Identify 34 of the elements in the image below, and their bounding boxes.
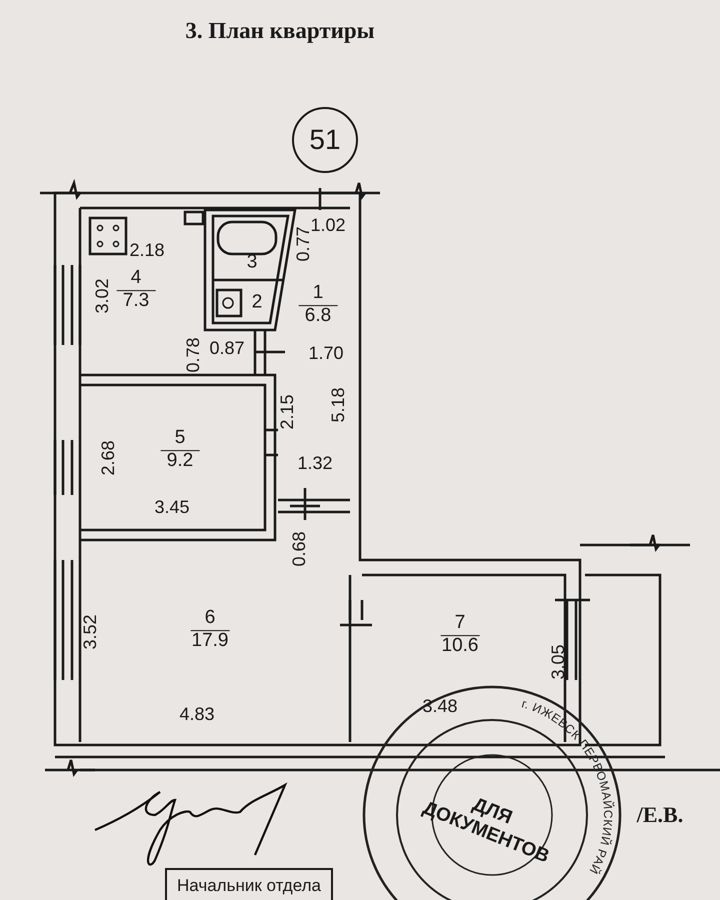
dimension-label: 1.70	[308, 344, 344, 362]
dimension-label: 4.83	[179, 705, 215, 723]
dimension-label: 3.52	[81, 614, 99, 650]
room-number: 5	[160, 428, 200, 451]
room-area: 10.6	[442, 636, 478, 657]
dimension-label: 2.15	[278, 394, 296, 430]
dimension-label: 3.48	[422, 697, 458, 715]
dimension-label: 1.32	[297, 454, 333, 472]
room-area: 7.3	[122, 291, 150, 312]
dimension-label: 0.77	[294, 226, 312, 262]
room-area: 6.8	[304, 306, 332, 327]
room-number: 1	[298, 283, 338, 306]
circled-number	[292, 107, 358, 173]
dimension-label: 1.02	[310, 216, 346, 234]
position-title: Начальник отдела	[165, 868, 333, 900]
dimension-label: 0.78	[184, 337, 202, 373]
room-area: 17.9	[192, 631, 228, 652]
dimension-label: 5.18	[329, 387, 347, 423]
dimension-label: 3.45	[154, 498, 190, 516]
dimension-label: 3.05	[549, 644, 567, 680]
page-title: 3. План квартиры	[184, 18, 376, 44]
dimension-label: 0.87	[209, 339, 245, 357]
dimension-label: 0.68	[290, 531, 308, 567]
dimension-label: 3.02	[93, 278, 111, 314]
apartment-number: 51	[309, 124, 341, 156]
dimension-label: 2.18	[129, 241, 165, 259]
signatory-name: /Е.В.	[636, 802, 684, 828]
room-number: 2	[252, 292, 262, 314]
room-number: 7	[440, 613, 480, 636]
room-number: 4	[116, 268, 156, 291]
dimension-label: 2.68	[99, 440, 117, 476]
room-number: 3	[246, 252, 258, 274]
room-area: 9.2	[166, 451, 194, 472]
room-number: 6	[190, 608, 230, 631]
